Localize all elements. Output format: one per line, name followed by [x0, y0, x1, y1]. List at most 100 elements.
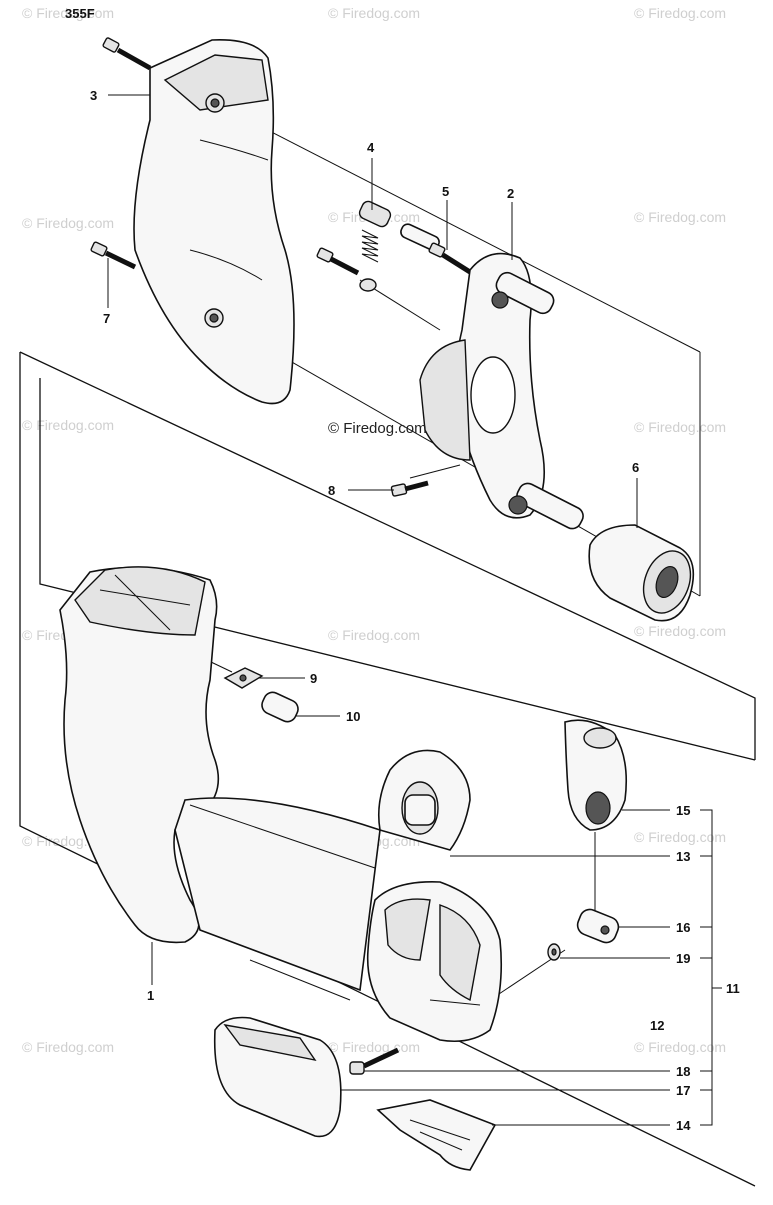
axis-line: [249, 959, 351, 1001]
spring-washer: [359, 278, 377, 292]
watermark: © Firedog.com: [634, 1039, 726, 1055]
trigger-ribs: [409, 1119, 471, 1151]
screw-head: [102, 37, 120, 53]
part-5-screw: [428, 242, 472, 275]
bushing-body: [261, 691, 299, 723]
watermark: © Firedog.com: [634, 829, 726, 845]
bracket-boss: [491, 291, 509, 309]
part-13-holder: [377, 749, 471, 851]
part-7-screw: [90, 241, 137, 270]
screw-shaft: [329, 256, 360, 276]
watermark: © Firedog.com: [328, 5, 420, 21]
part-2-bracket: [419, 252, 584, 530]
damper-core: [655, 565, 679, 599]
label-part-9: 9: [310, 671, 317, 686]
watermark: © Firedog.com: [634, 623, 726, 639]
cover-hole-bottom-inner: [209, 313, 219, 323]
part-6-damper: [588, 524, 695, 622]
part-19-washer: [547, 943, 561, 961]
label-part-11: 11: [726, 981, 740, 996]
watermark: © Firedog.com: [22, 1039, 114, 1055]
clamp-detail: [429, 999, 481, 1006]
label-part-16: 16: [676, 920, 690, 935]
bracket-shaft-top: [495, 271, 555, 315]
label-part-10: 10: [346, 709, 360, 724]
cover-ridge: [199, 139, 269, 161]
pin-hole: [600, 925, 610, 935]
label-part-14: 14: [676, 1118, 691, 1133]
watermark: © Firedog.com: [328, 1039, 420, 1055]
frame-inner: [39, 378, 756, 761]
label-part-6: 6: [632, 460, 639, 475]
screw-head: [316, 247, 334, 263]
screw-head: [349, 1061, 365, 1075]
label-part-19: 19: [676, 951, 690, 966]
screw-shaft: [116, 47, 152, 71]
cover-body: [133, 39, 295, 405]
label-part-13: 13: [676, 849, 690, 864]
watermark: © Firedog.com: [634, 419, 726, 435]
leader-lines: [107, 94, 722, 1126]
clamp-window: [439, 904, 481, 1002]
label-part-15: 15: [676, 803, 690, 818]
part-3-cover: [133, 39, 295, 405]
grip-top: [223, 1024, 317, 1062]
group-11-bracket: [700, 809, 713, 1126]
trigger-body: [376, 1099, 497, 1171]
pin-body: [576, 908, 620, 944]
cover-ridge: [189, 249, 263, 281]
clip-hole: [585, 791, 611, 825]
screw-shaft: [404, 480, 429, 492]
label-part-18: 18: [676, 1064, 690, 1079]
frame-outer-top: [19, 351, 756, 760]
bracket-boss: [508, 495, 528, 515]
label-part-17: 17: [676, 1083, 690, 1098]
model-label: 355F: [65, 6, 95, 21]
part-15-clip: [564, 719, 628, 831]
part-17-grip: [213, 1016, 342, 1138]
part-4-screw: [316, 247, 360, 276]
cover-top: [163, 54, 269, 111]
axis-line: [214, 102, 701, 353]
washer-hole: [551, 948, 557, 956]
label-part-7: 7: [103, 311, 110, 326]
bracket-opening: [470, 356, 516, 434]
holder-roller: [404, 794, 436, 826]
part-14-trigger: [376, 1099, 497, 1171]
center-watermark: © Firedog.com: [328, 420, 427, 437]
nut-hole: [239, 674, 247, 682]
tube-line: [189, 804, 376, 869]
housing-top: [74, 566, 206, 636]
housing-body: [59, 566, 220, 944]
housing-grid: [99, 574, 191, 631]
clip-top: [583, 727, 617, 749]
part-16-pin: [576, 908, 620, 944]
label-part-3: 3: [90, 88, 97, 103]
watermark: © Firedog.com: [22, 215, 114, 231]
spring-coil: [361, 229, 379, 263]
frame-outer: [19, 352, 756, 1187]
label-part-8: 8: [328, 483, 335, 498]
part-10-bushing: [261, 691, 299, 723]
label-part-2: 2: [507, 186, 514, 201]
label-part-1: 1: [147, 988, 154, 1003]
watermark: © Firedog.com: [634, 5, 726, 21]
screw-shaft: [362, 1047, 400, 1069]
clamp-body: [366, 881, 503, 1043]
label-part-12: 12: [650, 1018, 664, 1033]
bracket-tube: [419, 339, 471, 461]
grip-body: [213, 1016, 342, 1138]
part-4-spring: [358, 200, 440, 292]
screw-shaft: [104, 250, 137, 270]
part-1-housing: [59, 566, 381, 992]
label-part-5: 5: [442, 184, 449, 199]
housing-tube: [174, 797, 381, 992]
part-labels: 3 4 5 2 7 8 6 9 10 15 13 16 19 11 1 12 1…: [90, 88, 740, 1133]
label-part-4: 4: [367, 140, 375, 155]
part-12-handle-clamp: [366, 881, 503, 1043]
watermark: © Firedog.com: [22, 417, 114, 433]
axis-line: [409, 464, 461, 479]
clamp-window: [384, 898, 431, 961]
